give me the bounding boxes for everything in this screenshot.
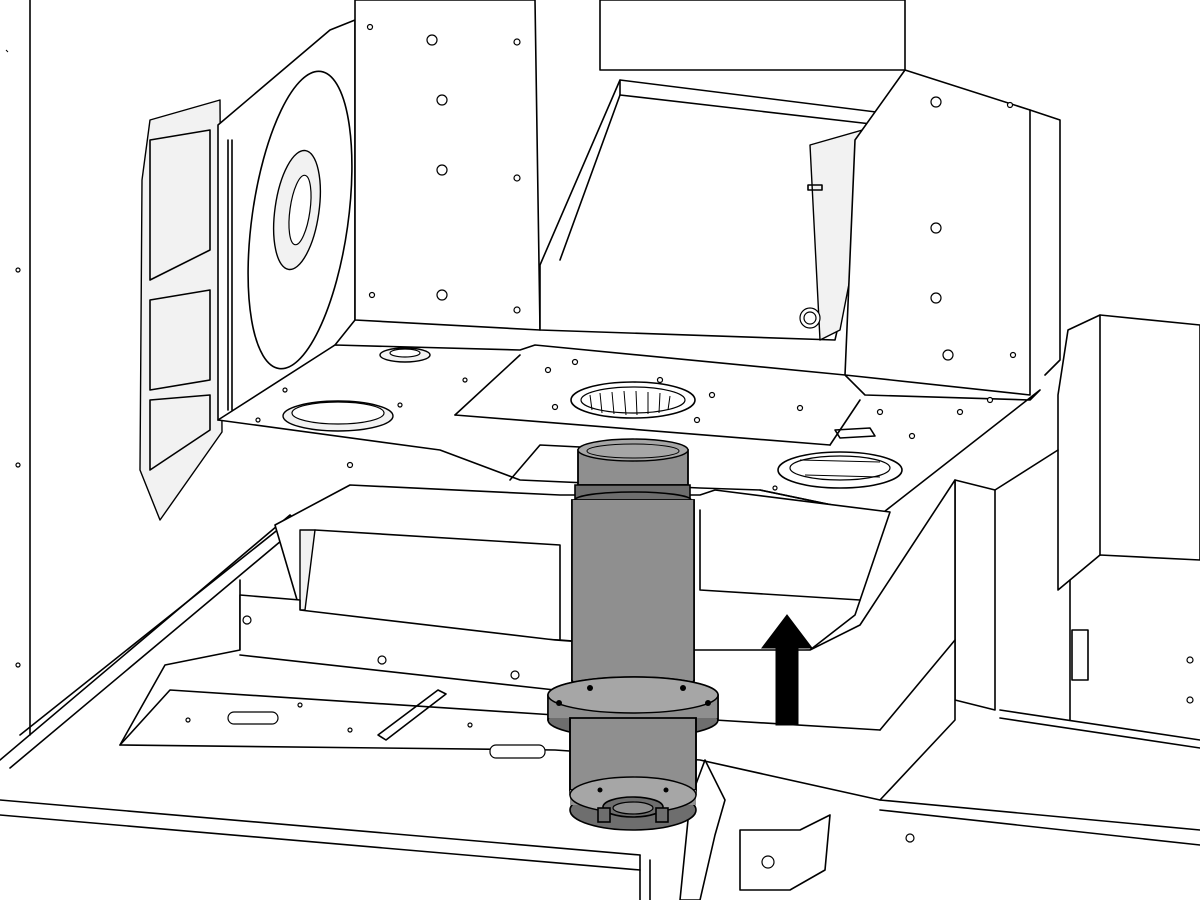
up-arrow-icon: [760, 614, 814, 726]
lower-bracket: [639, 759, 831, 900]
back-uprights: [354, 0, 1031, 396]
deck-plate: [217, 344, 1041, 522]
right-cabinet: [879, 109, 1200, 846]
cylinder-part-icon: [547, 438, 719, 831]
lower-tray: [119, 479, 956, 801]
rotary-housing: [139, 19, 356, 521]
machine-frame-left: [0, 0, 641, 871]
